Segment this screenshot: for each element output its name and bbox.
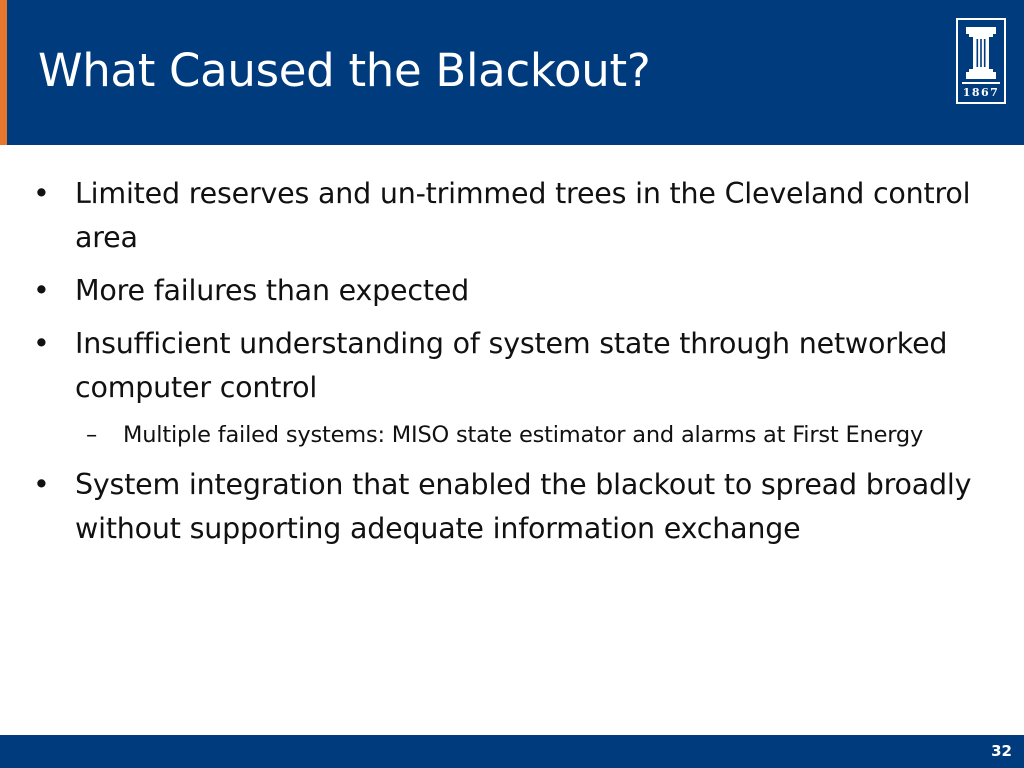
header-bar: What Caused the Blackout? 1867 (0, 0, 1024, 145)
bullet-marker: • (33, 274, 50, 307)
orange-accent-stripe (0, 0, 7, 145)
bullet-item: • More failures than expected (33, 269, 993, 313)
bullet-text: Insufficient understanding of system sta… (75, 327, 948, 404)
university-column-logo-icon (966, 27, 996, 79)
bullet-list: • Limited reserves and un-trimmed trees … (33, 172, 993, 551)
sub-bullet-marker: – (86, 422, 98, 448)
bullet-marker: • (33, 177, 50, 210)
bullet-item: • System integration that enabled the bl… (33, 463, 993, 551)
sub-bullet-group: – Multiple failed systems: MISO state es… (33, 419, 993, 451)
bullet-item: • Insufficient understanding of system s… (33, 322, 993, 410)
bullet-item: • Limited reserves and un-trimmed trees … (33, 172, 993, 260)
sub-bullet-list: – Multiple failed systems: MISO state es… (33, 419, 993, 451)
slide-title: What Caused the Blackout? (38, 44, 651, 97)
bullet-text: System integration that enabled the blac… (75, 468, 972, 545)
bullet-marker: • (33, 468, 50, 501)
sub-bullet-text: Multiple failed systems: MISO state esti… (123, 422, 924, 448)
bullet-marker: • (33, 327, 50, 360)
university-logo: 1867 (956, 18, 1006, 104)
bullet-text: More failures than expected (75, 274, 470, 307)
sub-bullet-item: – Multiple failed systems: MISO state es… (33, 419, 993, 451)
slide-body: • Limited reserves and un-trimmed trees … (33, 172, 993, 560)
bullet-text: Limited reserves and un-trimmed trees in… (75, 177, 971, 254)
page-number: 32 (991, 742, 1012, 760)
logo-year: 1867 (962, 82, 1000, 99)
footer-bar: 32 (0, 735, 1024, 768)
